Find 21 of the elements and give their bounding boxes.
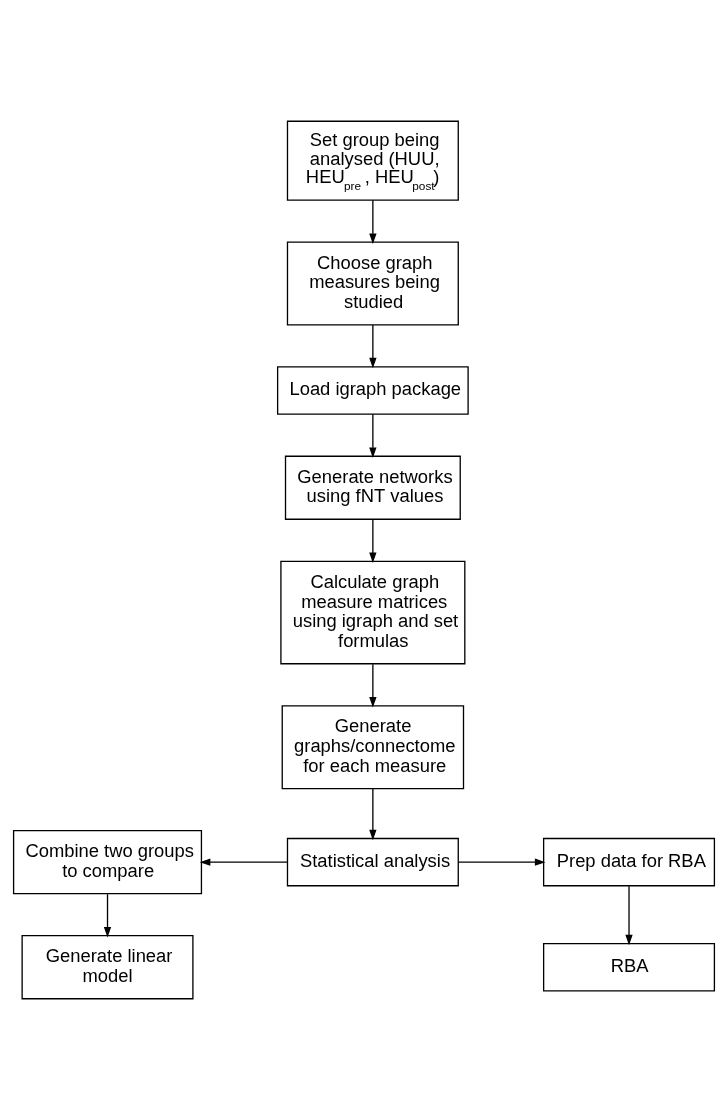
node-box: Choose graph measures being studied [286, 240, 459, 325]
arrow [625, 885, 633, 945]
node-box: Prep data for RBA [543, 837, 716, 886]
arrow [103, 893, 112, 937]
arrow [369, 787, 377, 840]
arrow [199, 857, 288, 866]
node-box: Set group being analysed (HUU, HEU$_{pre}$ , HEU$_{post}$) [286, 120, 459, 201]
arrow [369, 413, 377, 458]
arrow [457, 857, 546, 866]
node-box: Load igraph package [276, 365, 469, 415]
node-box: Statistical analysis [286, 837, 459, 886]
node-box: RBA [543, 942, 716, 991]
node-box: Calculate graph measure matrices using igraph and set formulas [280, 560, 466, 664]
arrow [369, 518, 377, 563]
node-box: Combine two groups to compare [12, 829, 203, 894]
node-box: Generate linear model [21, 934, 194, 999]
arrow [369, 323, 377, 368]
arrow [369, 199, 377, 244]
node-box: Generate graphs/connectome for each measure [281, 704, 465, 789]
node-box: Generate networks using fNT values [284, 455, 461, 520]
arrow [369, 663, 377, 708]
